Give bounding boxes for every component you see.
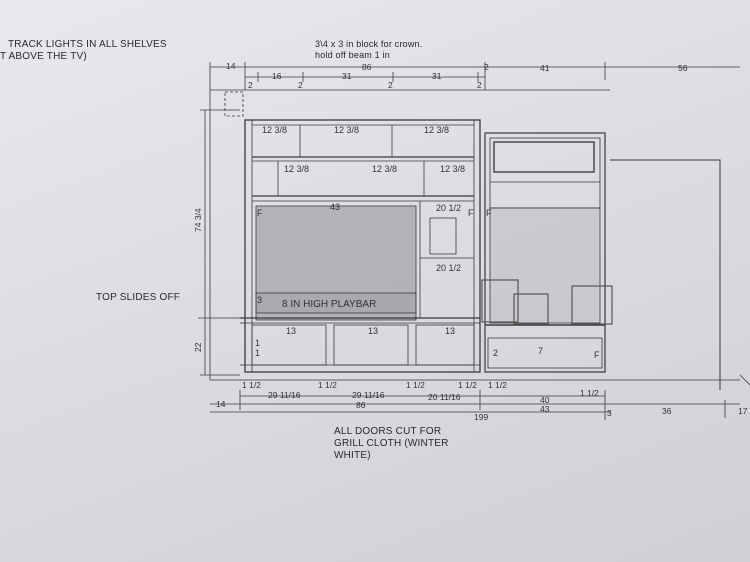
base-dim-13a: 13: [286, 326, 296, 336]
shelf-label-5: 12 3/8: [372, 164, 397, 174]
bdim-199: 199: [474, 412, 488, 422]
note-track-lights-2: T ABOVE THE TV): [0, 51, 87, 62]
shelf-label-1: 12 3/8: [262, 125, 287, 135]
bdim-43: 43: [540, 404, 550, 414]
note-track-lights-1: TRACK LIGHTS IN ALL SHELVES: [8, 39, 167, 50]
top-dim-41: 41: [540, 63, 550, 73]
base-dim-1b: 1: [255, 348, 260, 358]
note-doors-1: ALL DOORS CUT FOR: [334, 426, 442, 437]
base-dim-13b: 13: [368, 326, 378, 336]
playbar-number: 3: [257, 295, 262, 305]
note-doors-3: WHITE): [334, 450, 371, 461]
top-dim-56: 56: [678, 63, 688, 73]
side-dim-22: 22: [193, 342, 203, 352]
cushion-right: [571, 285, 613, 325]
wall-outline: [610, 159, 721, 390]
bdim-1-1-2-e: 1 1/2: [488, 380, 507, 390]
shelf-label-4: 12 3/8: [284, 164, 309, 174]
bdim-14: 14: [216, 399, 226, 409]
bdim-3: 3: [607, 408, 612, 418]
top-dim-16: 16: [272, 71, 282, 81]
playbar: [255, 292, 417, 314]
cushion-left: [481, 279, 519, 323]
tv-screen: [255, 205, 417, 321]
side-niche-object: [429, 217, 457, 255]
seat-drawer: [487, 337, 603, 369]
letter-f-2: F: [468, 208, 474, 218]
bdim-1-1-2-b: 1 1/2: [318, 380, 337, 390]
note-crown-2: hold off beam 1 in: [315, 50, 390, 60]
playbar-label: 8 IN HIGH PLAYBAR: [282, 299, 376, 310]
top-dim-2c: 2: [388, 80, 393, 90]
shelf-label-2: 12 3/8: [334, 125, 359, 135]
bdim-29-11-16-b: 29 11/16: [352, 390, 385, 400]
top-dim-2b: 2: [298, 80, 303, 90]
bdim-1-1-2-f: 1 1/2: [580, 388, 599, 398]
bdim-36: 36: [662, 406, 672, 416]
tv-width-43: 43: [330, 202, 340, 212]
crown-block: [224, 91, 244, 117]
side-dim-20-1-2-top: 20 1/2: [436, 203, 461, 213]
base-letter-f: F: [594, 350, 600, 360]
letter-f-1: F: [257, 208, 263, 218]
side-dim-74-3-4: 74 3/4: [193, 208, 203, 232]
bdim-1-1-2-c: 1 1/2: [406, 380, 425, 390]
note-crown-1: 3\4 x 3 in block for crown.: [315, 39, 423, 49]
bdim-17: 17: [738, 406, 748, 416]
main-cabinet: [244, 119, 481, 373]
top-dim-14: 14: [226, 61, 236, 71]
cushion-middle: [513, 293, 549, 325]
side-dim-20-1-2-bottom: 20 1/2: [436, 263, 461, 273]
mirror-frame: [493, 141, 595, 173]
top-dim-2d: 2: [477, 80, 482, 90]
bdim-40: 40: [540, 395, 550, 405]
bdim-29-11-16-a: 29 11/16: [268, 390, 301, 400]
bdim-86: 86: [356, 400, 366, 410]
window-sketch: [489, 207, 601, 324]
letter-f-3: F: [486, 208, 492, 218]
top-dim-2a: 2: [248, 80, 253, 90]
bdim-1-1-2-d: 1 1/2: [458, 380, 477, 390]
top-dim-2e: 2: [484, 62, 489, 72]
base-dim-2: 2: [493, 348, 498, 358]
base-dim-1a: 1: [255, 338, 260, 348]
base-dim-7: 7: [538, 346, 543, 356]
shelf-label-3: 12 3/8: [424, 125, 449, 135]
top-dim-31b: 31: [432, 71, 442, 81]
top-dim-31a: 31: [342, 71, 352, 81]
shelf-label-6: 12 3/8: [440, 164, 465, 174]
base-dim-13c: 13: [445, 326, 455, 336]
top-dim-86: 86: [362, 62, 372, 72]
note-doors-2: GRILL CLOTH (WINTER: [334, 438, 449, 449]
window-seat-unit: [484, 132, 606, 373]
bdim-20-11-16: 20 11/16: [428, 392, 461, 402]
bdim-1-1-2-a: 1 1/2: [242, 380, 261, 390]
note-top-slides: TOP SLIDES OFF: [96, 292, 181, 303]
upper-shelf-box: [489, 137, 601, 209]
